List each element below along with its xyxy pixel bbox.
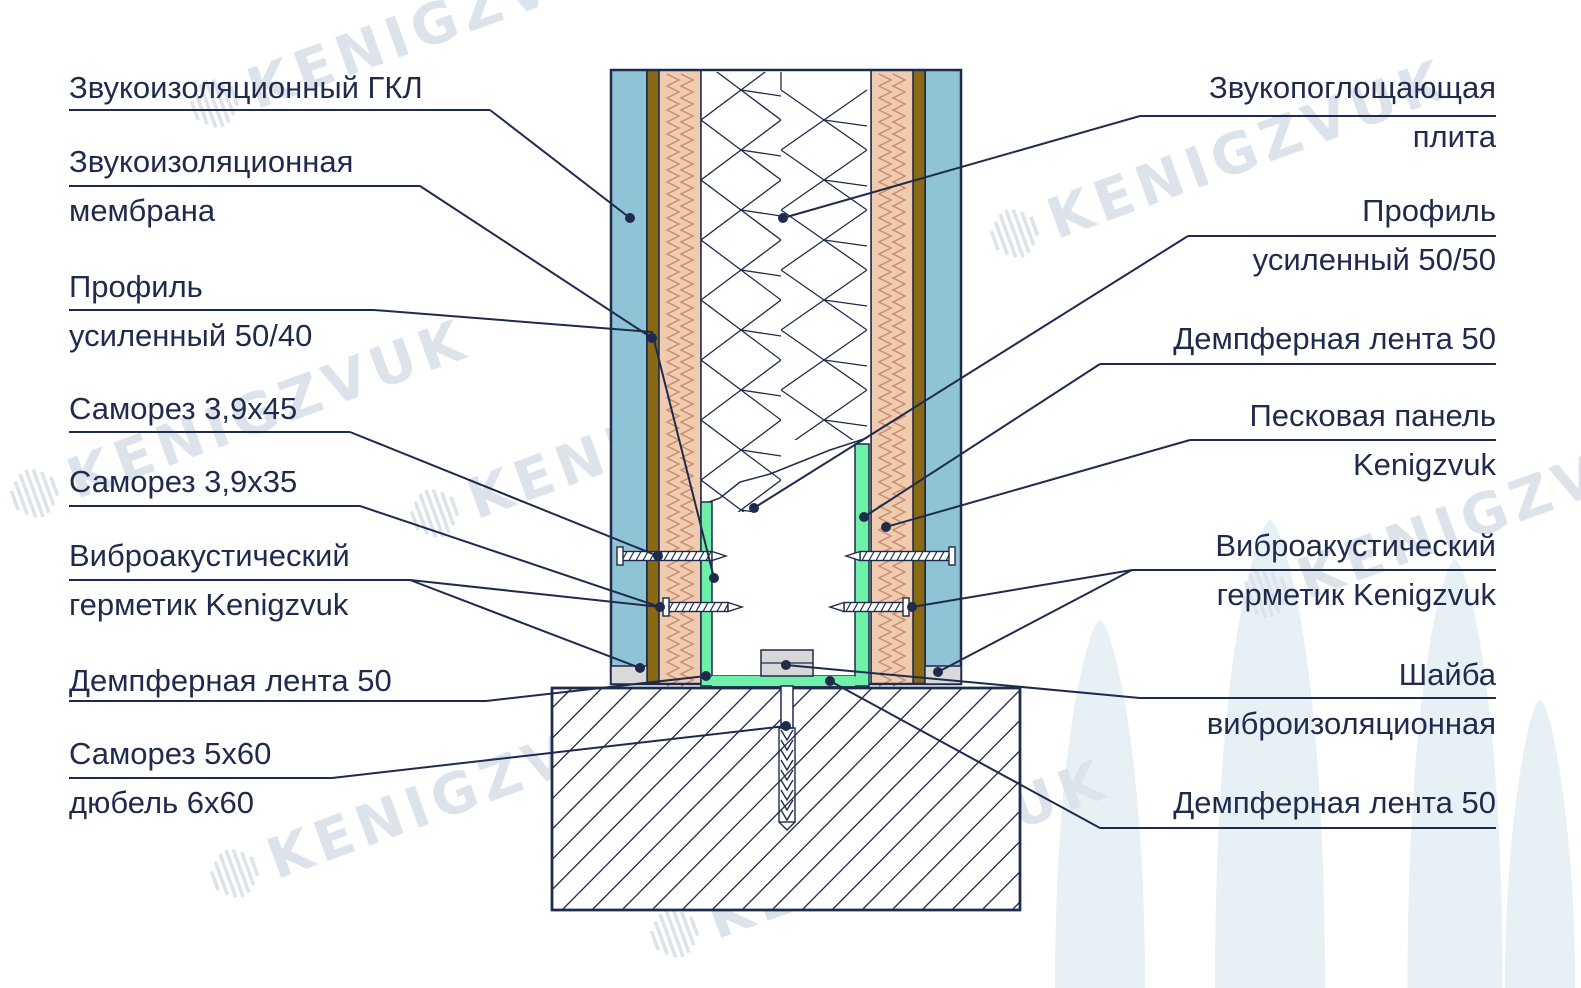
label-screw-3945: Саморез 3,9х45 — [69, 391, 297, 426]
leader-line — [485, 675, 707, 702]
leader-dot — [781, 721, 791, 731]
sound-wave-logo-icon — [409, 488, 460, 539]
membrane-right — [912, 69, 926, 685]
label-profile-5050: усиленный 50/50 — [1253, 242, 1496, 277]
leader-line — [885, 439, 1191, 528]
background-fins — [1055, 520, 1575, 988]
leader-dot — [653, 551, 663, 561]
sound-wave-logo-icon — [649, 908, 700, 959]
label-membrane: мембрана — [69, 193, 216, 228]
sound-absorbing-board — [700, 72, 868, 512]
label-sealant-left: Виброакустический — [69, 538, 350, 573]
leader-line — [785, 664, 1141, 699]
leader-dot — [907, 602, 917, 612]
leader-dot — [749, 503, 759, 513]
label-damper-right-top: Демпферная лента 50 — [1173, 321, 1496, 356]
membrane-left — [646, 69, 660, 685]
leader-line — [829, 680, 1101, 829]
leader-dot — [781, 660, 791, 670]
leader-line — [753, 235, 1189, 509]
label-gkl: Звукоизоляционный ГКЛ — [69, 70, 423, 105]
label-sealant-right: герметик Kenigzvuk — [1217, 577, 1497, 612]
label-screw-3935: Саморез 3,9х35 — [69, 464, 297, 499]
leader-line — [863, 363, 1101, 518]
screw — [662, 597, 745, 617]
label-washer: Шайба — [1399, 657, 1497, 692]
leader-dot — [635, 663, 645, 673]
leader-dot — [701, 671, 711, 681]
leader-dot — [933, 667, 943, 677]
leader-line — [409, 579, 641, 669]
screw — [843, 546, 956, 566]
sound-wave-logo-icon — [9, 468, 60, 519]
leader-line — [331, 725, 787, 779]
sound-wave-logo-icon — [1239, 568, 1290, 619]
label-sand-panel: Kenigzvuk — [1353, 447, 1497, 482]
leader-line — [489, 109, 631, 219]
leader-lines — [69, 109, 1496, 829]
background-fin — [1055, 620, 1145, 988]
gypsum-board-right — [924, 69, 962, 685]
sand-panel-left — [658, 69, 702, 685]
sand-panel-right — [870, 69, 914, 685]
sound-wave-logo-icon — [209, 848, 260, 899]
wall-assembly — [609, 68, 963, 831]
labels-left: Звукоизоляционный ГКЛ Звукоизоляционная ме… — [69, 70, 423, 820]
label-damper-right-bottom: Демпферная лента 50 — [1173, 785, 1496, 820]
leader-dot — [647, 333, 657, 343]
label-damper-left: Демпферная лента 50 — [69, 663, 392, 698]
background-fin — [1505, 700, 1575, 988]
label-profile-5050: Профиль — [1362, 193, 1496, 228]
cavity — [700, 69, 872, 685]
leader-line — [359, 505, 661, 608]
leader-dot — [859, 512, 869, 522]
label-sealant-right: Виброакустический — [1215, 528, 1496, 563]
label-sealant-left: герметик Kenigzvuk — [69, 587, 349, 622]
label-profile-5040: Профиль — [69, 269, 203, 304]
leader-line — [409, 579, 661, 608]
leader-dot — [655, 602, 665, 612]
leader-dot — [625, 213, 635, 223]
leader-line — [349, 431, 659, 557]
leader-line — [937, 569, 1133, 673]
label-screw-dowel: Саморез 5х60 — [69, 736, 271, 771]
leader-dot — [881, 522, 891, 532]
background-fin — [1407, 560, 1503, 988]
label-washer: виброизоляционная — [1207, 706, 1496, 741]
leader-dot — [825, 676, 835, 686]
label-absorber: плита — [1413, 119, 1497, 154]
label-absorber: Звукопоглощающая — [1209, 70, 1496, 105]
screws — [616, 546, 956, 617]
leader-dot — [778, 213, 788, 223]
leader-line — [782, 115, 1141, 219]
leader-line — [373, 309, 715, 579]
leader-dots — [625, 213, 943, 731]
sound-wave-logo-icon — [189, 78, 240, 129]
screw — [827, 597, 910, 617]
leader-line — [419, 185, 653, 339]
label-screw-dowel: дюбель 6х60 — [69, 785, 254, 820]
leader-dot — [709, 573, 719, 583]
screw — [616, 546, 729, 566]
background-fin — [1215, 520, 1325, 988]
leader-line — [911, 569, 1133, 608]
sound-wave-logo-icon — [989, 208, 1040, 259]
label-membrane: Звукоизоляционная — [69, 144, 353, 179]
label-sand-panel: Песковая панель — [1249, 398, 1496, 433]
label-profile-5040: усиленный 50/40 — [69, 318, 312, 353]
